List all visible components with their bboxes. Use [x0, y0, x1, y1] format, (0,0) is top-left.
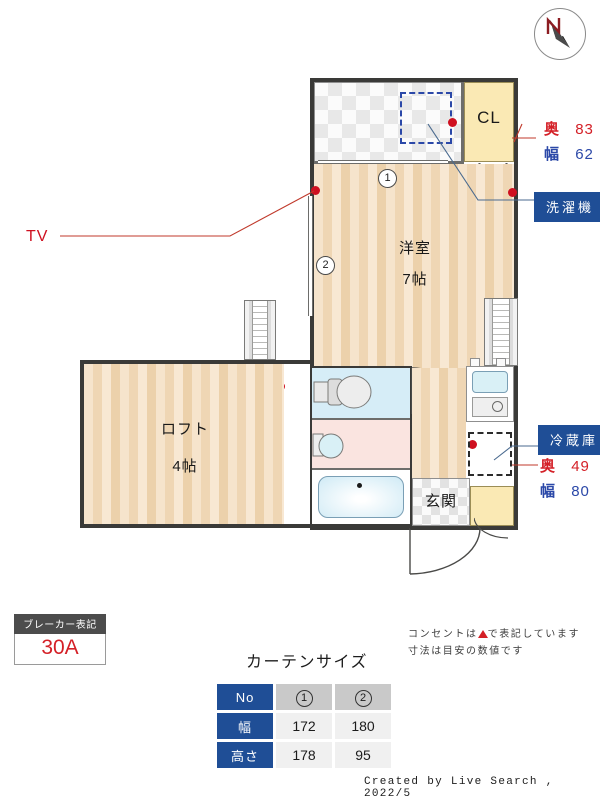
curtain-row-header-height: 高さ	[217, 742, 273, 768]
tv-outlet-label: TV	[26, 228, 49, 245]
kitchen-counter-unit	[466, 366, 514, 422]
fridge-depth-row: 奥 49	[540, 455, 590, 476]
fridge-leader-line	[493, 445, 544, 461]
wall-closet-divider	[461, 82, 464, 164]
washer-badge: 洗濯機	[534, 192, 600, 222]
window-marker-2: 2	[316, 256, 335, 275]
fridge-badge: 冷蔵庫	[538, 425, 600, 455]
tv-leader-line	[60, 190, 315, 237]
washer-depth-label: 奥	[544, 121, 561, 138]
fridge-depth-value: 49	[571, 458, 590, 475]
main-room-size: 7帖	[402, 271, 428, 288]
ladder-room	[484, 298, 518, 366]
utility-floor-tile	[314, 82, 462, 162]
window-1-glazing	[318, 160, 448, 164]
outlet-triangle-icon	[477, 630, 488, 638]
closet-cl-label: CL	[477, 108, 501, 127]
main-room-floor	[314, 164, 514, 368]
wall-loft-bottom	[80, 524, 312, 528]
legend-note: コンセントはで表記しています 寸法は目安の数値です	[408, 626, 580, 660]
genkan-label: 玄関	[424, 493, 457, 510]
wall-top-outer	[310, 78, 518, 82]
genkan-floor	[412, 478, 470, 526]
washbasin-fixture-icon	[312, 433, 344, 459]
washer-width-row: 幅 62	[544, 143, 594, 164]
washer-dimension-leader	[512, 123, 536, 143]
note-line-1-before: コンセントは	[408, 629, 478, 640]
entrance-door-swing-icon	[409, 528, 481, 575]
compass-north-arrow-icon	[546, 16, 570, 48]
fridge-width-row: 幅 80	[540, 480, 590, 501]
breaker-value: 30A	[14, 634, 106, 665]
curtain-height-1: 178	[276, 742, 332, 768]
wall-toilet-divider	[312, 418, 410, 420]
curtain-width-1: 172	[276, 713, 332, 739]
entrance-step-arc-icon	[474, 517, 509, 539]
washer-width-label: 幅	[544, 146, 561, 163]
stove-burner-left-icon	[470, 358, 480, 367]
curtain-size-table: No 1 2 幅 172 180 高さ 178 95	[214, 681, 394, 771]
curtain-col-header-1: 1	[276, 684, 332, 710]
fridge-depth-label: 奥	[540, 458, 557, 475]
table-row-header: No 1 2	[217, 684, 391, 710]
curtain-size-title: カーテンサイズ	[246, 654, 369, 671]
curtain-col-header-2: 2	[335, 684, 391, 710]
curtain-height-2: 95	[335, 742, 391, 768]
loft-floor	[84, 364, 284, 524]
note-line-1-after: で表記しています	[487, 629, 581, 640]
breaker-info-box: ブレーカー表記 30A	[14, 614, 106, 665]
fridge-dimension-leader	[512, 464, 538, 466]
floor-plan-drawing: CL 洋室 7帖 1 2	[26, 78, 544, 575]
ladder-loft	[244, 300, 276, 360]
outlet-dot-fridge	[468, 440, 477, 449]
washer-depth-row: 奥 83	[544, 118, 594, 139]
bathtub-drain-icon	[357, 483, 362, 488]
curtain-col-2-circle: 2	[354, 689, 372, 707]
fridge-width-label: 幅	[540, 483, 557, 500]
wall-loft-left	[80, 360, 84, 528]
washer-dimensions-block: 奥 83 幅 62	[544, 118, 594, 164]
fridge-dimensions-block: 奥 49 幅 80	[540, 455, 590, 501]
washer-depth-value: 83	[575, 121, 594, 138]
washer-leader-line	[427, 123, 538, 201]
shoe-cabinet	[470, 486, 514, 526]
outlet-dot-room-right	[508, 188, 517, 197]
main-room-name: 洋室	[398, 240, 431, 257]
outlet-dot-utility	[448, 118, 457, 127]
curtain-row-header-width: 幅	[217, 713, 273, 739]
table-row: 高さ 178 95	[217, 742, 391, 768]
breaker-title: ブレーカー表記	[14, 614, 106, 634]
loft-size: 4帖	[172, 458, 198, 475]
footer-credit: Created by Live Search , 2022/5	[364, 776, 554, 800]
note-line-2: 寸法は目安の数値です	[408, 646, 524, 657]
wall-washbasin-divider	[312, 468, 410, 470]
stove-burner-right-icon	[496, 358, 506, 367]
window-2-glazing	[308, 196, 313, 316]
curtain-row-header-no: No	[217, 684, 273, 710]
wall-loft-top	[80, 360, 312, 364]
fridge-width-value: 80	[571, 483, 590, 500]
loft-name: ロフト	[160, 421, 209, 438]
washer-width-value: 62	[575, 146, 594, 163]
toilet-fixture-icon	[313, 375, 372, 409]
fridge-space-dashed-box	[468, 432, 512, 476]
table-row: 幅 172 180	[217, 713, 391, 739]
window-marker-1: 1	[378, 169, 397, 188]
curtain-width-2: 180	[335, 713, 391, 739]
compass-rose: N	[534, 8, 586, 60]
bathtub-fixture	[318, 476, 404, 518]
outlet-dot-room-left	[311, 186, 320, 195]
note-line-1: コンセントはで表記しています	[408, 626, 580, 643]
closet-cl-area	[464, 82, 514, 162]
curtain-col-1-circle: 1	[295, 689, 313, 707]
